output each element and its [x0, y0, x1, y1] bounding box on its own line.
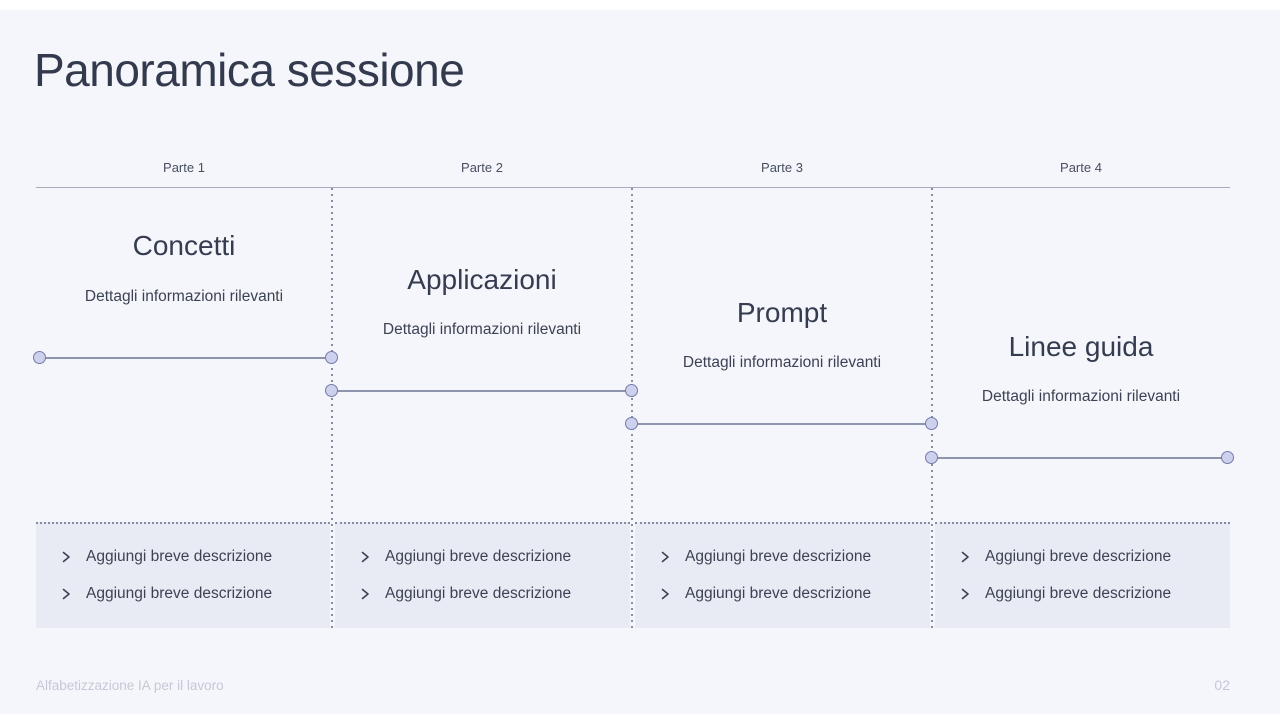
description-placeholder: Aggiungi breve descrizione: [985, 548, 1172, 565]
header-rule: [36, 187, 1230, 188]
column-subtitle-3: Dettagli informazioni rilevanti: [682, 354, 882, 371]
column-divider-1: [331, 188, 333, 628]
timeline-dot: [1221, 451, 1234, 464]
column-subtitle-1: Dettagli informazioni rilevanti: [84, 288, 284, 305]
timeline-dot: [625, 417, 638, 430]
description-row: Aggiungi breve descrizione: [60, 586, 330, 602]
description-placeholder: Aggiungi breve descrizione: [985, 585, 1172, 602]
description-panel-2: Aggiungi breve descrizione Aggiungi brev…: [335, 522, 630, 628]
part-label-3: Parte 3: [761, 160, 803, 175]
footer-course-title: Alfabetizzazione IA per il lavoro: [36, 678, 224, 693]
timeline-segment-3: [632, 423, 932, 425]
timeline-dot: [925, 451, 938, 464]
timeline-dot: [625, 384, 638, 397]
description-row: Aggiungi breve descrizione: [659, 549, 930, 565]
description-placeholder: Aggiungi breve descrizione: [385, 585, 572, 602]
timeline-dot: [925, 417, 938, 430]
top-margin-strip: [0, 0, 1280, 10]
timeline-dot: [33, 351, 46, 364]
column-heading-4: Linee guida: [1008, 331, 1154, 362]
bottom-margin-strip: [0, 714, 1280, 720]
chevron-right-icon: [62, 551, 70, 563]
part-label-1: Parte 1: [163, 160, 205, 175]
chevron-right-icon: [361, 551, 369, 563]
column-heading-1: Concetti: [132, 230, 236, 261]
description-row: Aggiungi breve descrizione: [359, 586, 630, 602]
description-panel-3: Aggiungi breve descrizione Aggiungi brev…: [635, 522, 930, 628]
chevron-right-icon: [661, 551, 669, 563]
description-row: Aggiungi breve descrizione: [60, 549, 330, 565]
description-placeholder: Aggiungi breve descrizione: [86, 585, 273, 602]
description-placeholder: Aggiungi breve descrizione: [685, 585, 872, 602]
column-heading-2: Applicazioni: [407, 264, 557, 295]
timeline-segment-4: [932, 457, 1228, 459]
timeline-dot: [325, 384, 338, 397]
column-heading-3: Prompt: [736, 297, 828, 328]
description-row: Aggiungi breve descrizione: [959, 586, 1230, 602]
description-row: Aggiungi breve descrizione: [959, 549, 1230, 565]
description-placeholder: Aggiungi breve descrizione: [685, 548, 872, 565]
column-divider-2: [631, 188, 633, 628]
slide-title: Panoramica sessione: [34, 44, 465, 96]
chevron-right-icon: [961, 588, 969, 600]
chevron-right-icon: [62, 588, 70, 600]
part-label-4: Parte 4: [1060, 160, 1102, 175]
column-subtitle-4: Dettagli informazioni rilevanti: [981, 388, 1181, 405]
description-placeholder: Aggiungi breve descrizione: [86, 548, 273, 565]
timeline-segment-1: [40, 357, 332, 359]
column-divider-3: [931, 188, 933, 628]
description-placeholder: Aggiungi breve descrizione: [385, 548, 572, 565]
part-label-2: Parte 2: [461, 160, 503, 175]
description-row: Aggiungi breve descrizione: [359, 549, 630, 565]
timeline-segment-2: [332, 390, 632, 392]
chevron-right-icon: [361, 588, 369, 600]
description-row: Aggiungi breve descrizione: [659, 586, 930, 602]
timeline-dot: [325, 351, 338, 364]
footer-page-number: 02: [1214, 677, 1230, 693]
description-panel-1: Aggiungi breve descrizione Aggiungi brev…: [36, 522, 330, 628]
chevron-right-icon: [961, 551, 969, 563]
chevron-right-icon: [661, 588, 669, 600]
column-subtitle-2: Dettagli informazioni rilevanti: [382, 321, 582, 338]
description-panel-4: Aggiungi breve descrizione Aggiungi brev…: [935, 522, 1230, 628]
